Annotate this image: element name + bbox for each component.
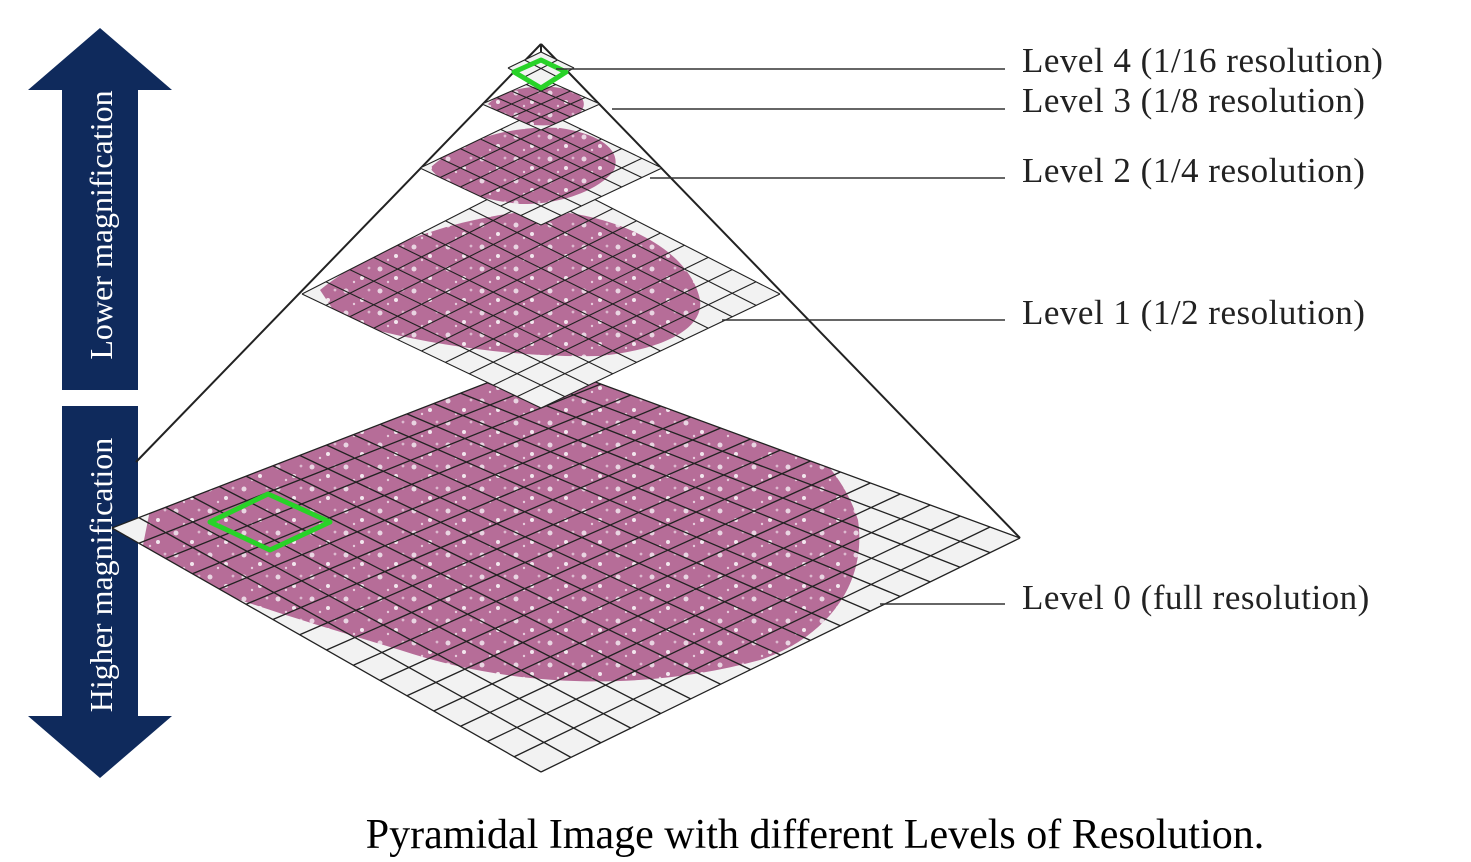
grid-line xyxy=(513,526,991,758)
level-2-tissue xyxy=(430,127,616,205)
grid-line xyxy=(421,232,661,352)
arrow-down-head xyxy=(28,716,172,778)
grid-line xyxy=(406,413,871,612)
grid-line xyxy=(487,515,961,743)
grid-line xyxy=(526,96,586,125)
magnification-arrow: Lower magnification Higher magnification xyxy=(28,28,172,778)
level-3-grid xyxy=(481,77,601,131)
arrow-upper-shaft xyxy=(62,88,138,390)
grid-line xyxy=(469,208,709,329)
level-4-highlight-tile xyxy=(511,57,569,91)
grid-line xyxy=(540,361,1021,539)
grid-line xyxy=(516,281,757,398)
grid-line xyxy=(540,51,575,69)
grid-line xyxy=(487,382,961,568)
level-2-plane xyxy=(419,109,663,226)
grid-line xyxy=(526,83,586,112)
level-0-label: Level 0 (full resolution) xyxy=(1022,578,1370,617)
grid-line xyxy=(353,434,811,641)
level-4-label: Level 4 (1/16 resolution) xyxy=(1022,41,1383,80)
grid-line xyxy=(520,157,643,216)
grid-line xyxy=(513,371,991,554)
level-labels: Level 4 (1/16 resolution) Level 3 (1/8 r… xyxy=(1022,41,1383,617)
grid-line xyxy=(445,244,685,363)
grid-line xyxy=(433,493,901,712)
grid-line xyxy=(326,449,781,651)
arrow-lower-shaft xyxy=(62,406,138,718)
level-1-label: Level 1 (1/2 resolution) xyxy=(1022,293,1365,332)
figure-caption: Pyramidal Image with different Levels of… xyxy=(366,812,1265,858)
resolution-levels xyxy=(111,51,1021,773)
grid-line xyxy=(511,90,571,118)
level-3-plane xyxy=(481,77,601,131)
grid-line xyxy=(460,504,931,727)
grid-line xyxy=(540,537,1021,773)
higher-magnification-label: Higher magnification xyxy=(83,438,119,713)
grid-line xyxy=(406,482,871,697)
grid-line xyxy=(540,293,781,409)
level-0-plane xyxy=(111,361,1021,773)
grid-line xyxy=(540,167,663,226)
grid-line xyxy=(379,423,841,627)
lower-magnification-label: Lower magnification xyxy=(83,90,119,359)
grid-line xyxy=(445,220,685,341)
grid-line xyxy=(540,103,601,131)
grid-line xyxy=(469,256,709,375)
grid-line xyxy=(353,460,811,666)
level-0-highlight-tile xyxy=(207,491,333,553)
level-1-plane xyxy=(301,171,781,409)
grid-line xyxy=(433,402,901,598)
grid-line xyxy=(460,392,931,583)
level-3-label: Level 3 (1/8 resolution) xyxy=(1022,81,1365,120)
leader-lines xyxy=(556,68,1005,605)
level-0-grid xyxy=(111,361,1021,773)
level-2-label: Level 2 (1/4 resolution) xyxy=(1022,151,1365,190)
grid-line xyxy=(492,269,733,386)
arrow-up-head xyxy=(28,28,172,90)
grid-line xyxy=(379,471,841,682)
